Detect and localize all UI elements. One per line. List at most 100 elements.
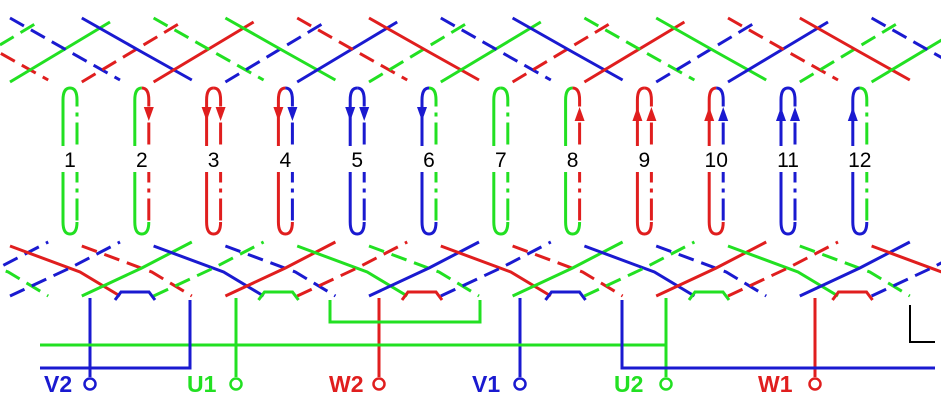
coil-side-left bbox=[707, 86, 717, 222]
slot-number-bg bbox=[343, 146, 372, 172]
coil-side-left bbox=[564, 86, 573, 222]
slot-number-bg bbox=[486, 146, 515, 172]
end-connection-rise bbox=[368, 20, 470, 84]
crossover-loop bbox=[257, 290, 300, 301]
end-connection-rise bbox=[583, 240, 696, 298]
end-connection-fall bbox=[0, 51, 49, 82]
slot-number: 3 bbox=[208, 149, 220, 172]
end-connection-rise bbox=[296, 240, 408, 298]
end-connection-fall bbox=[512, 244, 624, 298]
end-connection-fall bbox=[296, 244, 408, 298]
slot-number: 7 bbox=[495, 149, 507, 172]
arrow-down-icon bbox=[143, 107, 154, 121]
upper-end-connections bbox=[0, 16, 941, 84]
end-connection-rise bbox=[224, 20, 327, 84]
slot-number-bg bbox=[199, 146, 228, 172]
coil-side-right bbox=[213, 86, 223, 222]
coil-side-left bbox=[420, 86, 430, 222]
coil-side-right bbox=[141, 86, 151, 222]
crossover-loop bbox=[687, 290, 731, 301]
arrow-down-icon bbox=[201, 107, 212, 121]
end-connection-rise bbox=[655, 20, 757, 84]
coil-turn-bottom bbox=[276, 221, 294, 236]
coil-side-left bbox=[205, 86, 214, 222]
end-connection-rise bbox=[368, 240, 480, 298]
end-connection-rise bbox=[224, 240, 337, 298]
slot-number-bg bbox=[558, 146, 587, 172]
arrow-up-icon bbox=[646, 107, 657, 121]
coil-turn-bottom bbox=[205, 221, 223, 236]
end-connection-rise bbox=[655, 240, 767, 298]
coil-turn-bottom bbox=[133, 221, 151, 236]
end-connection-rise bbox=[0, 240, 49, 269]
arrow-up-icon bbox=[790, 107, 800, 121]
slot-number-bg bbox=[774, 146, 802, 172]
slot-number: 10 bbox=[705, 149, 728, 172]
coil-turn-bottom bbox=[420, 221, 438, 236]
terminal-icon bbox=[229, 377, 243, 391]
coil-side-left bbox=[133, 86, 142, 222]
slot-number: 6 bbox=[423, 149, 435, 172]
slot-number: 9 bbox=[639, 149, 651, 172]
coil-side-right bbox=[428, 86, 438, 222]
coil-turn-bottom bbox=[61, 221, 79, 236]
terminal-label: V1 bbox=[472, 371, 500, 397]
slot-number-bg bbox=[56, 146, 84, 172]
arrow-up-icon bbox=[718, 107, 729, 121]
slot-number: 5 bbox=[351, 149, 363, 172]
arrow-down-icon bbox=[359, 107, 370, 121]
terminal-label: U2 bbox=[614, 371, 643, 397]
coil-side-left bbox=[851, 86, 860, 222]
end-connection-fall bbox=[655, 244, 767, 298]
end-connection-rise bbox=[81, 20, 183, 84]
slot-number: 11 bbox=[777, 149, 799, 172]
coil-side-left bbox=[61, 86, 71, 222]
coil-side-right bbox=[644, 86, 653, 222]
end-connection-fall bbox=[81, 244, 193, 298]
bus-v-ext bbox=[620, 300, 935, 370]
arrow-up-icon bbox=[704, 107, 715, 121]
slot-number-bg bbox=[415, 146, 443, 172]
arrow-down-icon bbox=[417, 107, 427, 121]
coil-turn-bottom bbox=[707, 221, 725, 236]
coil-side-left bbox=[779, 86, 789, 222]
end-connection-rise bbox=[727, 240, 839, 298]
slot-number-bg bbox=[127, 146, 156, 172]
slot-number-bg bbox=[271, 146, 300, 172]
terminal-icon bbox=[372, 377, 386, 391]
slot-conductors bbox=[61, 86, 869, 236]
end-connection-rise bbox=[440, 240, 552, 298]
end-connection-fall bbox=[799, 244, 911, 298]
terminal-icon bbox=[808, 377, 822, 391]
bus-ink bbox=[909, 305, 935, 343]
coil-side-left bbox=[635, 86, 645, 222]
arrow-up-icon bbox=[574, 107, 585, 121]
coil-turn-bottom bbox=[492, 221, 510, 236]
crossover-loop bbox=[400, 290, 444, 301]
coil-turn-bottom bbox=[851, 221, 869, 236]
end-connection-rise bbox=[870, 38, 941, 84]
coil-turn-bottom bbox=[564, 221, 582, 236]
slot-number: 8 bbox=[567, 149, 579, 172]
bus-v bbox=[40, 300, 192, 370]
coil-turn-bottom bbox=[348, 221, 366, 236]
slot-number: 4 bbox=[280, 149, 292, 172]
end-connection-rise bbox=[9, 240, 121, 298]
coil-side-right bbox=[357, 86, 366, 222]
coil-side-right bbox=[69, 86, 79, 222]
coil-side-right bbox=[500, 86, 510, 222]
coil-side-right bbox=[859, 86, 869, 222]
slot-number-bg bbox=[702, 146, 731, 172]
coil-side-left bbox=[348, 86, 358, 222]
end-connection-fall bbox=[368, 244, 480, 298]
coil-turn-bottom bbox=[635, 221, 653, 236]
coil-side-right bbox=[572, 86, 582, 222]
arrow-up-icon bbox=[632, 107, 643, 121]
end-connection-fall bbox=[153, 244, 265, 298]
end-connection-rise bbox=[799, 20, 901, 84]
slot-number: 12 bbox=[848, 149, 871, 172]
crossover-loop bbox=[113, 290, 157, 301]
